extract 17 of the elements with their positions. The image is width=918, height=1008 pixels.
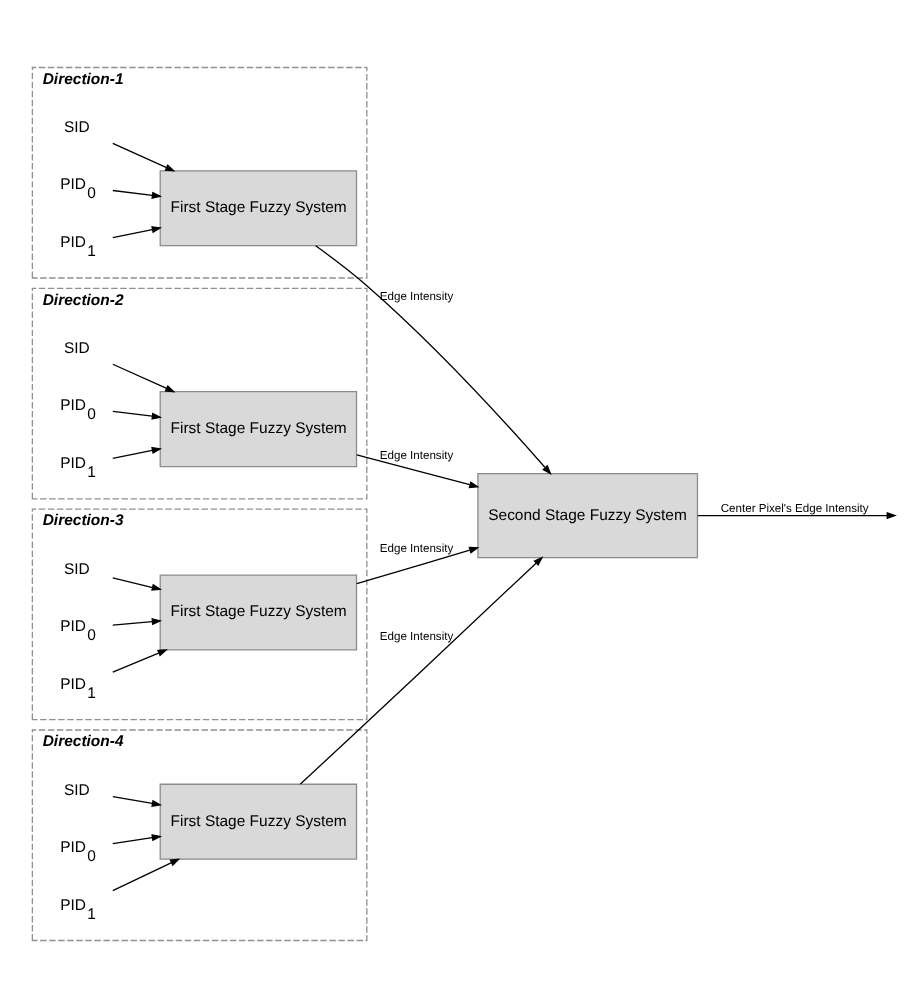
arrow [112, 834, 163, 845]
arrow [112, 142, 176, 172]
arrow [112, 410, 163, 420]
arrow [356, 454, 480, 489]
arrow [112, 226, 163, 239]
arrow [299, 556, 544, 785]
arrow [112, 795, 163, 807]
arrow [112, 858, 181, 892]
arrow [315, 245, 552, 475]
arrow [112, 577, 163, 591]
arrow [356, 546, 480, 585]
arrow [697, 512, 897, 520]
arrow [112, 649, 168, 673]
arrow [112, 618, 163, 626]
arrow [112, 363, 176, 393]
arrow [112, 189, 163, 199]
arrow [112, 446, 163, 459]
